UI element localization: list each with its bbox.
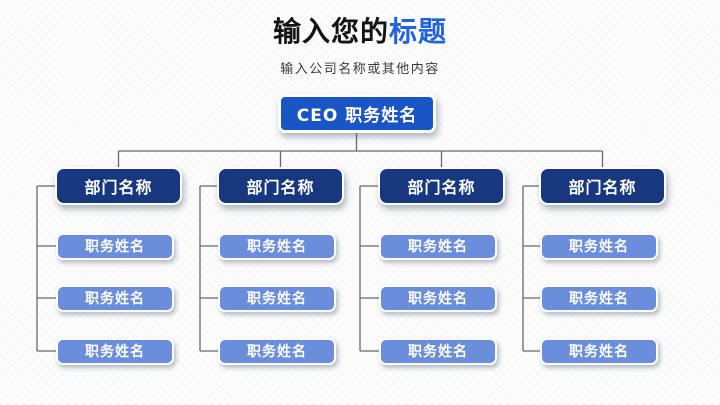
member-box[interactable]: 职务姓名 (56, 232, 174, 260)
department-box[interactable]: 部门名称 (55, 167, 182, 205)
department-box[interactable]: 部门名称 (539, 167, 666, 205)
member-box[interactable]: 职务姓名 (540, 232, 658, 260)
member-box[interactable]: 职务姓名 (56, 337, 174, 365)
member-box[interactable]: 职务姓名 (218, 284, 336, 312)
member-box[interactable]: 职务姓名 (218, 337, 336, 365)
department-box[interactable]: 部门名称 (217, 167, 344, 205)
title-text: 输入您的 (272, 15, 389, 48)
title-highlight: 标题 (389, 15, 448, 48)
member-box[interactable]: 职务姓名 (56, 284, 174, 312)
member-box[interactable]: 职务姓名 (379, 284, 497, 312)
member-box[interactable]: 职务姓名 (379, 337, 497, 365)
member-box[interactable]: 职务姓名 (540, 284, 658, 312)
member-box[interactable]: 职务姓名 (379, 232, 497, 260)
department-box[interactable]: 部门名称 (378, 167, 505, 205)
slide-subtitle[interactable]: 输入公司名称或其他内容 (280, 62, 440, 77)
ceo-box[interactable]: CEO 职务姓名 (278, 94, 436, 133)
member-box[interactable]: 职务姓名 (218, 232, 336, 260)
member-box[interactable]: 职务姓名 (540, 337, 658, 365)
slide-title[interactable]: 输入您的标题 (0, 14, 720, 50)
